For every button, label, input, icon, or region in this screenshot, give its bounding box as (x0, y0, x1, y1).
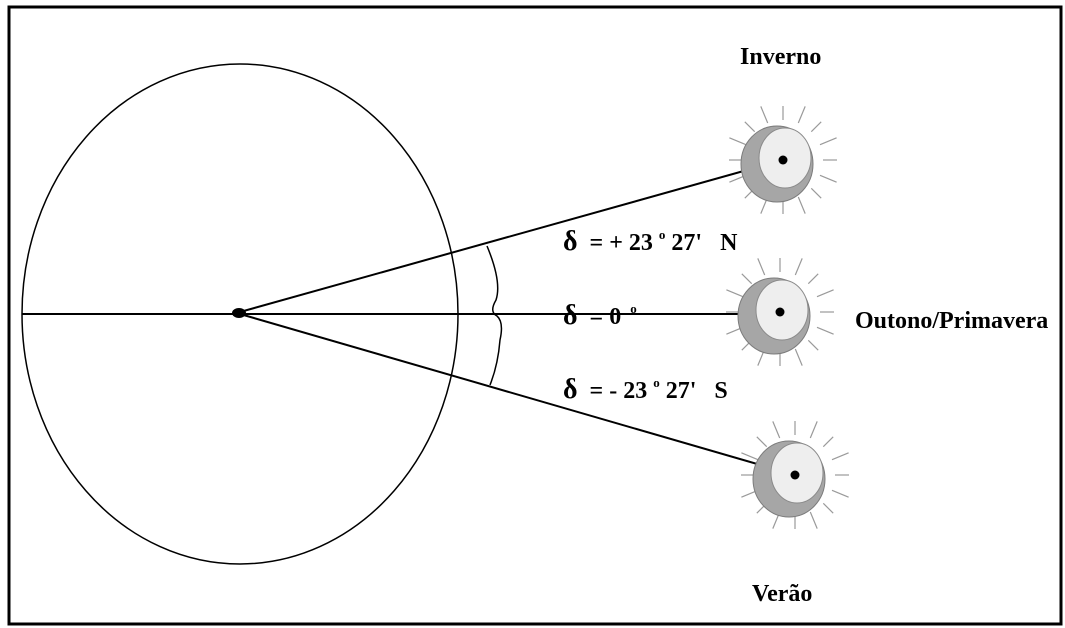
earth-center-dot (232, 308, 246, 318)
label-winter: Inverno (740, 44, 821, 70)
sun-ray (797, 196, 806, 214)
sun-ray (772, 421, 781, 439)
decl-zero-deg-mark: o (630, 301, 637, 316)
ray-summer (239, 313, 796, 476)
sun-ray (757, 258, 766, 276)
sun-center-dot (778, 155, 788, 165)
sun-center-dot (775, 307, 785, 317)
delta-symbol: δ (563, 374, 578, 405)
decl-north-hemisphere: N (720, 230, 738, 256)
sun-ray (797, 106, 806, 124)
sun-ray (809, 421, 818, 439)
sun-ray (831, 452, 849, 461)
decl-north-min: 27' (671, 230, 702, 256)
decl-south-sign: = - (590, 378, 624, 404)
decl-north-deg-mark: o (659, 227, 666, 242)
angle-bracket (486, 245, 503, 386)
decl-south-deg: 23 (623, 378, 647, 404)
sun-ray (819, 174, 837, 183)
sun-ray (831, 489, 849, 498)
decl-zero-deg: 0 (609, 304, 621, 330)
svg-text:δ = 0 o: δ = 0 o (563, 300, 637, 331)
sun-ray (810, 187, 822, 199)
sun-ray (794, 258, 803, 276)
sun-ray (744, 121, 756, 133)
svg-text:δ = + 23 o: δ = + 23 o 27' N (563, 219, 738, 257)
label-summer: Verão (752, 581, 812, 607)
declination-north: δ = + 23 o 27' N (563, 219, 738, 257)
delta-symbol: δ (563, 300, 578, 331)
sun-ray (822, 436, 834, 448)
sun-winter-icon (729, 106, 837, 214)
svg-text:δ = - 23 o: δ = - 23 o 27' S (563, 367, 728, 405)
sun-ray (741, 452, 759, 461)
sun-ray (741, 273, 753, 285)
decl-south-hemisphere: S (714, 378, 727, 404)
sun-ray (819, 137, 837, 146)
decl-zero-sign: = (590, 304, 610, 330)
decl-south-min: 27' (666, 378, 697, 404)
declination-zero: δ = 0 o (563, 300, 637, 331)
sun-ray (729, 137, 747, 146)
sun-ray (816, 326, 834, 335)
sun-ray (822, 502, 834, 514)
sun-ray (807, 273, 819, 285)
sun-ray (809, 511, 818, 529)
sun-ray (794, 348, 803, 366)
delta-symbol: δ (563, 226, 578, 257)
sun-ray (760, 106, 769, 124)
decl-north-sign: = + (590, 230, 629, 256)
sun-equinox-icon (726, 258, 834, 366)
sun-summer-icon (741, 421, 849, 529)
decl-north-deg: 23 (629, 230, 653, 256)
ray-winter (239, 159, 784, 313)
diagram-frame (7, 5, 1063, 626)
sun-ray (816, 289, 834, 298)
decl-south-deg-mark: o (653, 375, 660, 390)
declination-south: δ = - 23 o 27' S (563, 367, 728, 405)
sun-ray (756, 436, 768, 448)
sun-ray (726, 289, 744, 298)
sun-center-dot (790, 470, 800, 480)
sun-ray (807, 339, 819, 351)
sun-ray (810, 121, 822, 133)
label-equinox: Outono/Primavera (855, 308, 1048, 334)
